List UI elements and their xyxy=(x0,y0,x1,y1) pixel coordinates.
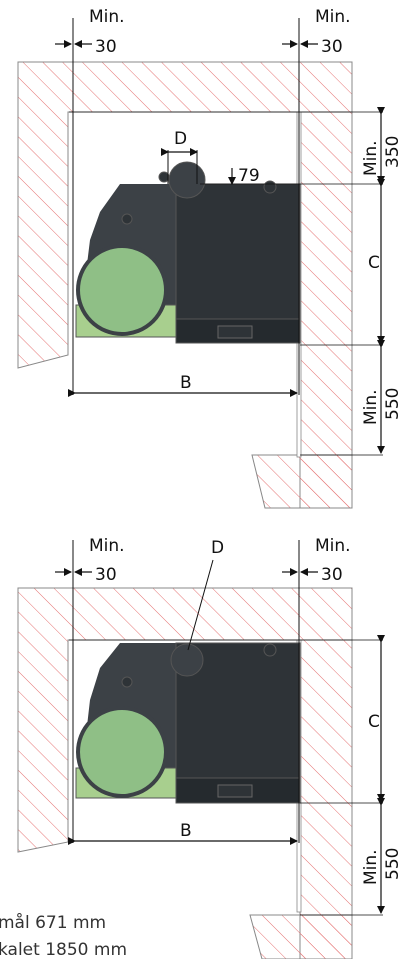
top-min-right-label: Min. xyxy=(315,7,351,27)
top-min-right-value: 30 xyxy=(321,37,343,57)
top-dim-d-label: D xyxy=(174,129,187,149)
top-min-350-value: 350 xyxy=(383,136,403,168)
bottom-floor-ledge xyxy=(249,914,353,959)
top-wall-right xyxy=(299,111,353,509)
top-tank xyxy=(76,244,168,336)
bottom-tank xyxy=(76,706,168,798)
bottom-dim-d-label: D xyxy=(211,538,224,558)
bottom-min-right-label: Min. xyxy=(315,536,351,556)
bottom-appliance xyxy=(75,642,301,804)
bottom-min-left-value: 30 xyxy=(95,565,117,585)
top-dim-b-label: B xyxy=(180,373,192,393)
bottom-wall-right xyxy=(299,639,353,959)
bottom-min-550-label: Min. xyxy=(361,849,381,885)
bottom-min-550-value: 550 xyxy=(383,848,403,880)
top-min-550-value: 550 xyxy=(383,388,403,420)
top-min-550-label: Min. xyxy=(361,389,381,425)
bottom-dim-c-label: C xyxy=(368,712,380,732)
bottom-diagram: Min. 30 Min. 30 D C B Min. 550 xyxy=(17,536,403,959)
bottom-min-right-value: 30 xyxy=(321,565,343,585)
bottom-dim-b-label: B xyxy=(180,821,192,841)
top-diagram: Min. 30 Min. 30 D 79 C B Min. 350 Min. 5… xyxy=(17,7,403,509)
top-min-left-value: 30 xyxy=(95,37,117,57)
top-appliance xyxy=(75,161,301,344)
bottom-wall-left xyxy=(17,587,353,853)
top-dim-c-label: C xyxy=(368,253,380,273)
top-min-350-label: Min. xyxy=(361,140,381,176)
top-min-left-label: Min. xyxy=(89,7,125,27)
top-dim-79-label: 79 xyxy=(238,166,260,186)
top-wall-left xyxy=(17,61,353,369)
bottom-min-left-label: Min. xyxy=(89,536,125,556)
note-line-1: mål 671 mm xyxy=(0,912,106,933)
top-floor-ledge xyxy=(251,454,353,509)
note-line-2: kalet 1850 mm xyxy=(0,940,127,959)
